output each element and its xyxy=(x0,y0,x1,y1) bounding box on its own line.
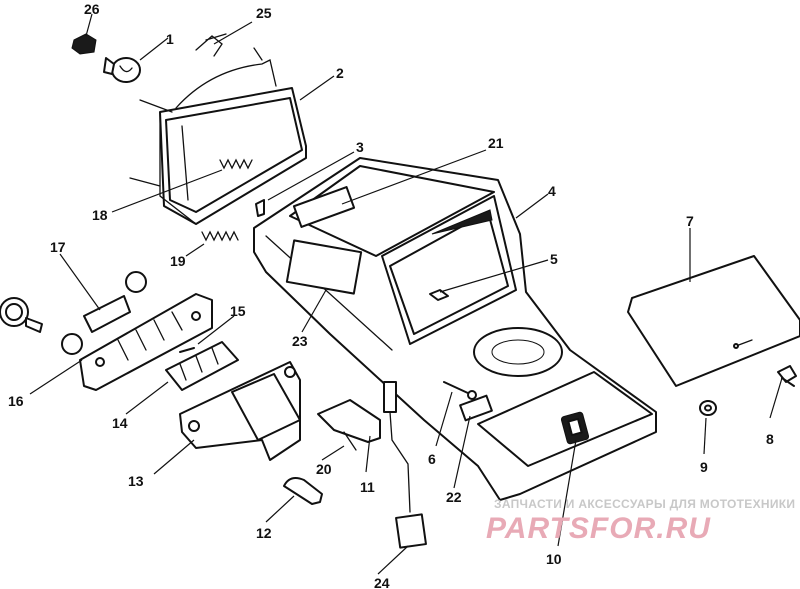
callout-14: 14 xyxy=(112,415,128,431)
callout-9: 9 xyxy=(700,459,708,475)
callout-15: 15 xyxy=(230,303,246,319)
bracket-plate xyxy=(83,295,131,333)
callout-5: 5 xyxy=(550,251,558,267)
callout-18: 18 xyxy=(92,207,108,223)
bulb-socket xyxy=(71,33,97,55)
callout-10: 10 xyxy=(546,551,562,567)
wire-spring-clip xyxy=(195,33,227,57)
callout-6: 6 xyxy=(428,451,436,467)
switch-block xyxy=(165,341,239,391)
lower-bracket xyxy=(179,361,301,461)
springs xyxy=(201,158,253,242)
callout-1: 1 xyxy=(166,31,174,47)
ignition-switch xyxy=(560,411,590,445)
callout-8: 8 xyxy=(766,431,774,447)
screws xyxy=(255,199,477,400)
callout-labels: 1 2 3 4 5 6 7 8 9 10 11 12 13 14 15 16 1… xyxy=(8,1,774,589)
callout-3: 3 xyxy=(356,139,364,155)
callout-23: 23 xyxy=(292,333,308,349)
key-switch-parts xyxy=(0,271,147,355)
watermark-logo: PARTSFOR.RU xyxy=(486,512,711,545)
callout-13: 13 xyxy=(128,473,144,489)
headlight-assembly xyxy=(129,47,307,225)
callout-2: 2 xyxy=(336,65,344,81)
watermark: ЗАПЧАСТИ И АКСЕССУАРЫ ДЛЯ МОТОТЕХНИКИ PA… xyxy=(486,497,795,545)
callout-20: 20 xyxy=(316,461,332,477)
windshield-deflector xyxy=(627,255,800,387)
callout-16: 16 xyxy=(8,393,24,409)
callout-19: 19 xyxy=(170,253,186,269)
callout-17: 17 xyxy=(50,239,66,255)
callout-4: 4 xyxy=(548,183,556,199)
callout-21: 21 xyxy=(488,135,504,151)
callout-11: 11 xyxy=(360,479,375,495)
watermark-tagline: ЗАПЧАСТИ И АКСЕССУАРЫ ДЛЯ МОТОТЕХНИКИ xyxy=(494,497,795,511)
callout-26: 26 xyxy=(84,1,100,17)
callout-22: 22 xyxy=(446,489,462,505)
callout-12: 12 xyxy=(256,525,272,541)
bulb xyxy=(103,57,141,83)
washer xyxy=(699,400,717,416)
callout-24: 24 xyxy=(374,575,390,589)
plug xyxy=(283,477,323,505)
toggle-switch xyxy=(317,399,381,451)
callout-25: 25 xyxy=(256,5,272,21)
knob-fastener xyxy=(777,365,797,387)
console-housing xyxy=(253,157,657,549)
leader-lines xyxy=(29,13,783,575)
switch-panel xyxy=(79,293,213,391)
callout-7: 7 xyxy=(686,213,694,229)
